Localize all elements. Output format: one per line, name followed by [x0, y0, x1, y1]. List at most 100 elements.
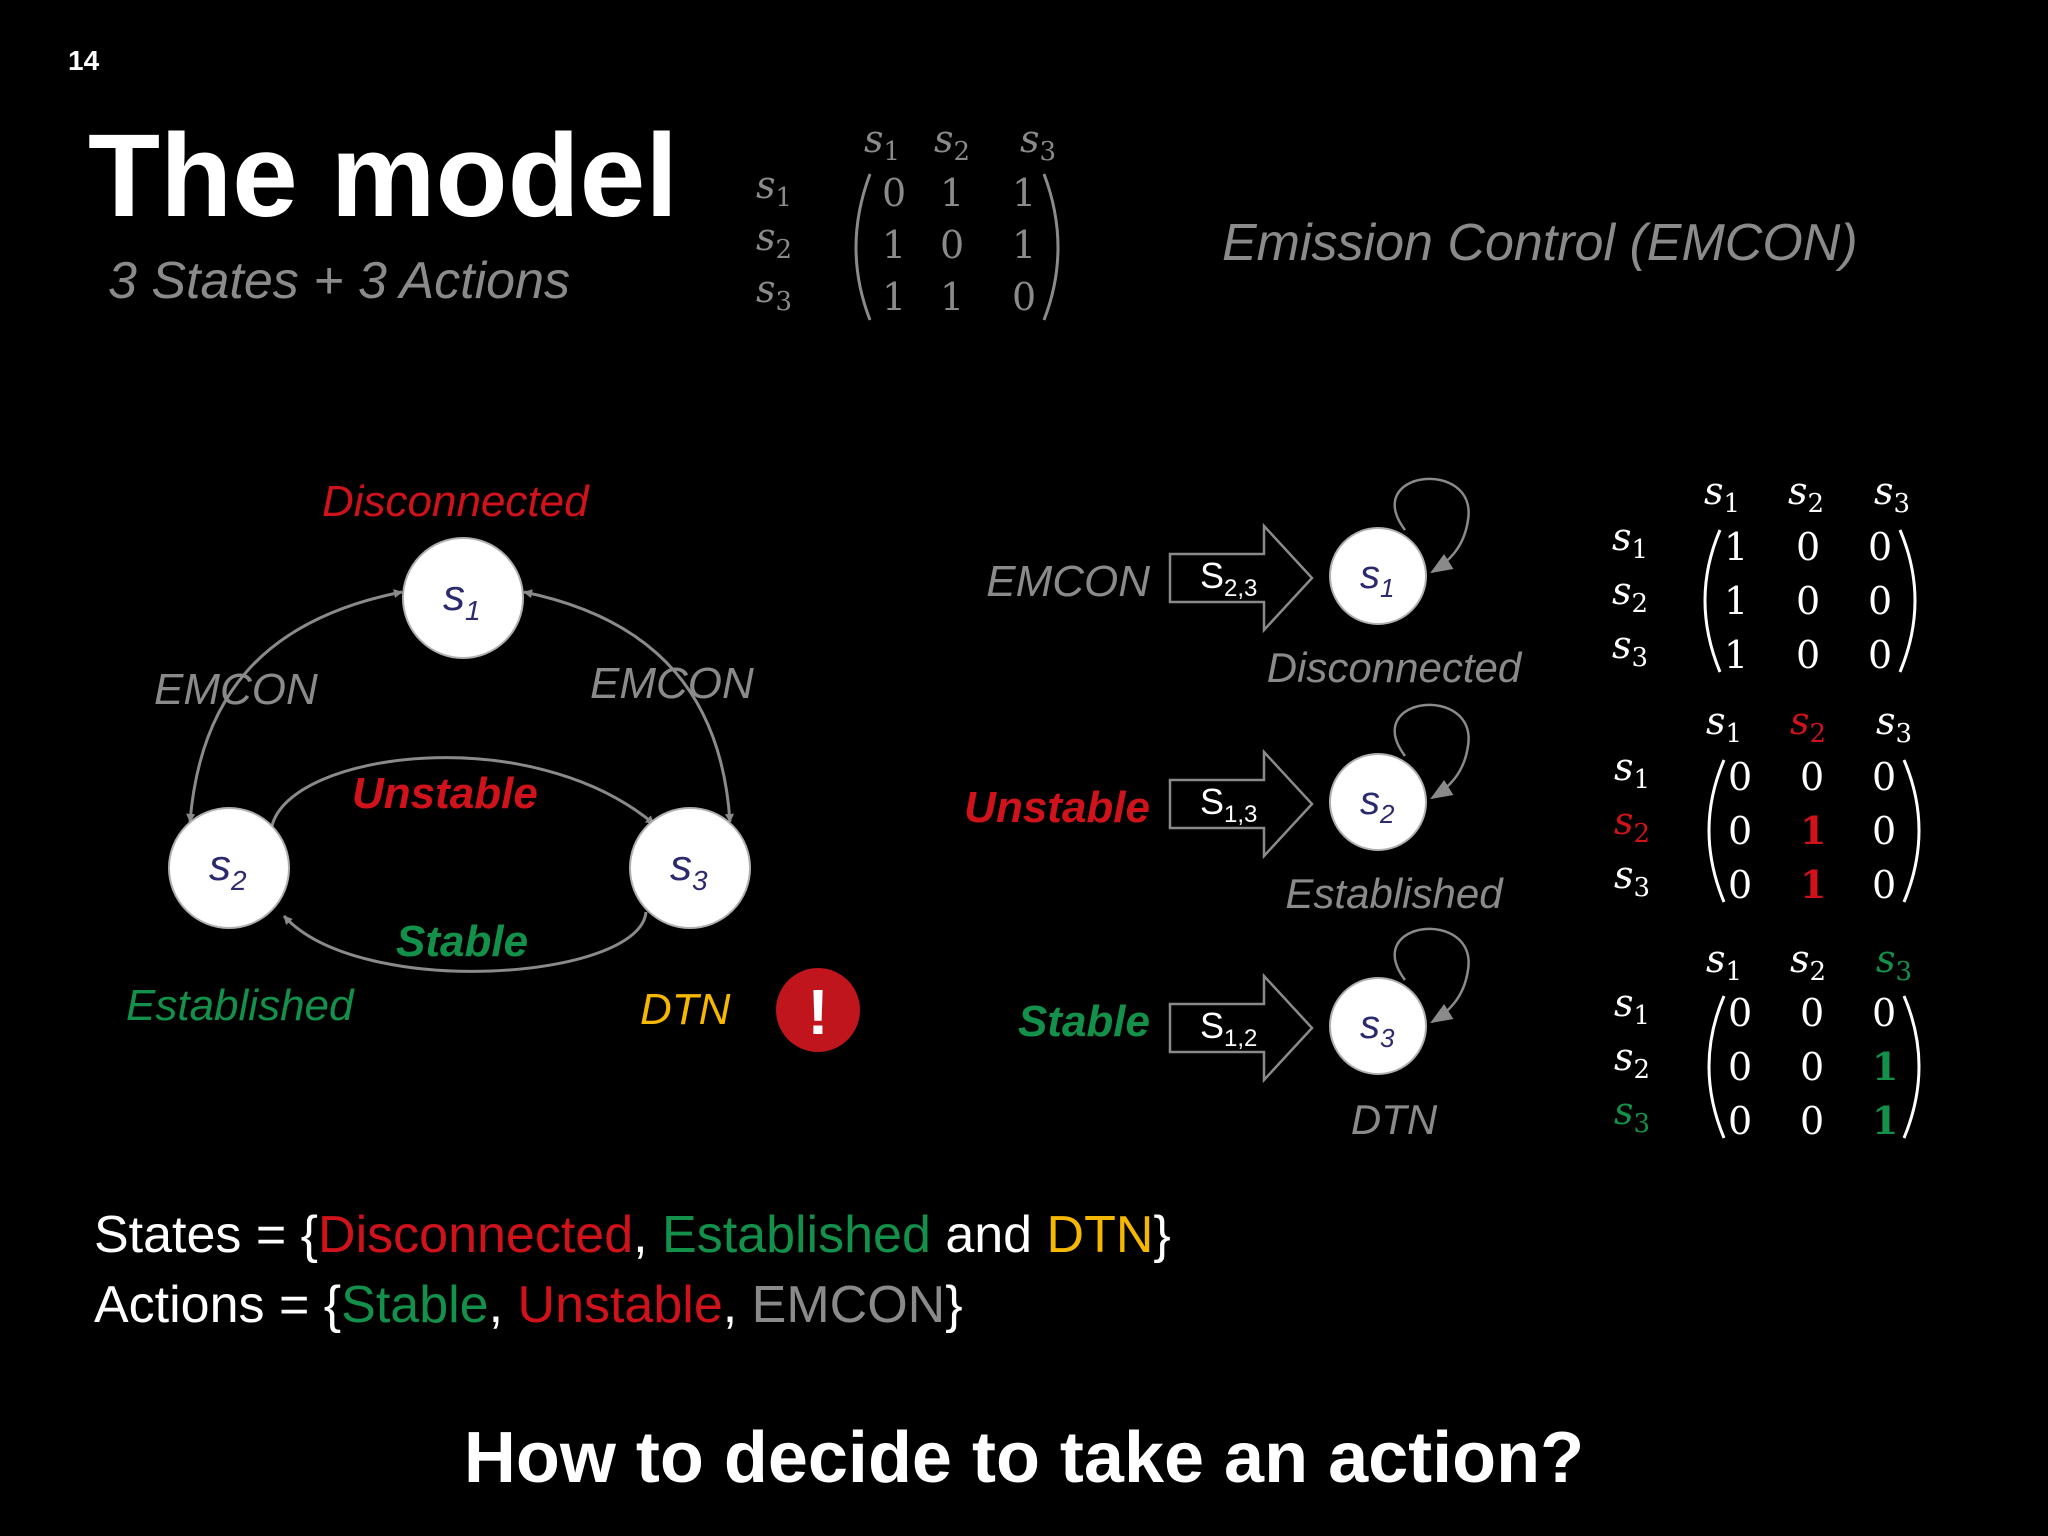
main-row-header: s1 — [756, 163, 792, 213]
matrix-cell: 0 — [940, 223, 964, 267]
node-s1-name: Disconnected — [322, 477, 590, 526]
main-matrix-left-paren — [854, 173, 872, 321]
matrix-cell: 0 — [1800, 755, 1824, 799]
action-label-unstable: Unstable — [964, 783, 1150, 832]
actions-definition: Actions = {Stable, Unstable, EMCON} — [94, 1276, 963, 1334]
node-s3-name: DTN — [640, 985, 731, 1034]
slide-number: 14 — [68, 45, 100, 76]
main-matrix-row-headers: s1 s2 s3 — [756, 163, 792, 317]
action-node-s1-label: s1 — [1360, 553, 1394, 603]
matrix-col-header-highlight: s3 — [1876, 937, 1912, 987]
edge-label-unstable: Unstable — [352, 769, 538, 818]
self-loop-s3 — [1393, 927, 1470, 1024]
matrix-row-header-highlight: s2 — [1614, 799, 1650, 849]
matrix-cell: 0 — [1728, 1045, 1752, 1089]
matrix-col-header: s3 — [1874, 469, 1910, 519]
matrix-cell: 0 — [1872, 991, 1896, 1035]
edge-unstable — [270, 756, 655, 827]
matrix-left-paren — [1707, 759, 1726, 903]
matrix-cell: 0 — [1872, 809, 1896, 853]
matrix-left-paren — [1707, 995, 1726, 1139]
main-col-header: s2 — [934, 117, 970, 167]
matrix-cell: 0 — [1800, 1099, 1824, 1143]
matrix-cell: 1 — [940, 171, 964, 215]
main-col-header: s1 — [864, 117, 900, 167]
matrix-col-header: s2 — [1788, 469, 1824, 519]
main-matrix-right-paren — [1042, 173, 1060, 321]
action-row-stable: Stable S1,2 s3 DTN — [1018, 927, 1470, 1143]
state-graph: s1 s2 s3 Disconnected Established DTN EM… — [126, 477, 860, 1052]
node-s3: s3 — [629, 807, 751, 929]
matrix-cell-highlight: 1 — [1800, 808, 1826, 853]
matrix-cell: 1 — [1724, 633, 1748, 677]
matrix-cell: 0 — [1800, 991, 1824, 1035]
warning-icon: ! — [776, 968, 860, 1052]
action-row-emcon: EMCON S2,3 s1 Disconnected — [986, 477, 1523, 691]
action-node-s2-label: s2 — [1360, 779, 1395, 829]
matrix-row-headers: s1 s2 s3 — [1614, 745, 1650, 903]
matrix-cell: 0 — [1800, 1045, 1824, 1089]
matrix-cell: 0 — [1728, 1099, 1752, 1143]
matrix-row-header: s1 — [1612, 515, 1648, 565]
matrix-row-header: s3 — [1612, 623, 1648, 673]
action-row-unstable: Unstable S1,3 s2 Established — [964, 703, 1504, 917]
action-target-name-emcon: Disconnected — [1267, 644, 1523, 691]
action-node-s1 — [1329, 527, 1427, 625]
node-s3-label: s3 — [670, 841, 708, 896]
matrix-cell: 0 — [1872, 863, 1896, 907]
matrix-col-header: s1 — [1706, 937, 1742, 987]
matrix-cell: 0 — [1868, 579, 1892, 623]
matrix-row-header: s1 — [1614, 981, 1650, 1031]
main-matrix-cells: 0 1 1 1 0 1 1 1 0 — [882, 171, 1036, 319]
action-target-name-stable: DTN — [1351, 1096, 1438, 1143]
edge-emcon-left — [186, 589, 403, 823]
question-heading: How to decide to take an action? — [464, 1418, 1584, 1498]
matrix-row-header: s2 — [1614, 1035, 1650, 1085]
matrix-row-header-highlight: s3 — [1614, 1089, 1650, 1139]
node-s2-name: Established — [126, 981, 355, 1030]
node-s1-label: s1 — [443, 571, 481, 626]
matrix-cell: 1 — [882, 223, 906, 267]
matrix-cell: 0 — [1728, 991, 1752, 1035]
action-matrix-unstable: s1 s2 s3 s1 s2 s3 0 0 0 0 1 0 0 1 0 — [1614, 699, 1921, 907]
matrix-row-header: s3 — [1614, 853, 1650, 903]
states-definition: States = {Disconnected, Established and … — [94, 1206, 1171, 1264]
self-loop-s2 — [1393, 703, 1470, 800]
node-s2-label: s2 — [209, 841, 247, 896]
subtitle: 3 States + 3 Actions — [108, 252, 570, 310]
node-s1: s1 — [402, 537, 524, 659]
matrix-row-header: s2 — [1612, 569, 1648, 619]
edge-label-stable: Stable — [396, 917, 528, 966]
matrix-cell: 1 — [1724, 579, 1748, 623]
matrix-cell: 0 — [1728, 809, 1752, 853]
node-s2: s2 — [168, 807, 290, 929]
matrix-row-headers: s1 s2 s3 — [1612, 515, 1648, 673]
action-matrix-emcon: s1 s2 s3 s1 s2 s3 1 0 0 1 0 0 1 0 0 — [1612, 469, 1917, 677]
matrix-col-headers: s1 s2 s3 — [1704, 469, 1910, 519]
matrix-cell: 1 — [1012, 223, 1036, 267]
matrix-cell: 0 — [882, 171, 906, 215]
matrix-col-header: s3 — [1876, 699, 1912, 749]
emcon-caption: Emission Control (EMCON) — [1222, 214, 1858, 272]
matrix-cell-highlight: 1 — [1872, 1098, 1898, 1143]
edge-emcon-right — [523, 589, 734, 823]
action-node-s3 — [1329, 977, 1427, 1075]
self-loop-s1 — [1393, 477, 1470, 574]
matrix-col-headers: s1 s2 s3 — [1706, 937, 1912, 987]
matrix-cell: 1 — [882, 275, 906, 319]
matrix-col-header: s2 — [1790, 937, 1826, 987]
action-node-s3-label: s3 — [1360, 1003, 1395, 1053]
main-row-header: s3 — [756, 267, 792, 317]
action-target-name-unstable: Established — [1285, 870, 1504, 917]
matrix-cell-highlight: 1 — [1872, 1044, 1898, 1089]
matrix-cell: 0 — [1872, 755, 1896, 799]
matrix-cell: 0 — [1796, 579, 1820, 623]
action-label-stable: Stable — [1018, 997, 1150, 1046]
action-arrow-label-emcon: S2,3 — [1200, 555, 1257, 602]
matrix-cell: 1 — [1724, 525, 1748, 569]
matrix-row-header: s1 — [1614, 745, 1650, 795]
matrix-cell: 1 — [940, 275, 964, 319]
svg-text:!: ! — [807, 976, 828, 1048]
matrix-row-headers: s1 s2 s3 — [1614, 981, 1650, 1139]
